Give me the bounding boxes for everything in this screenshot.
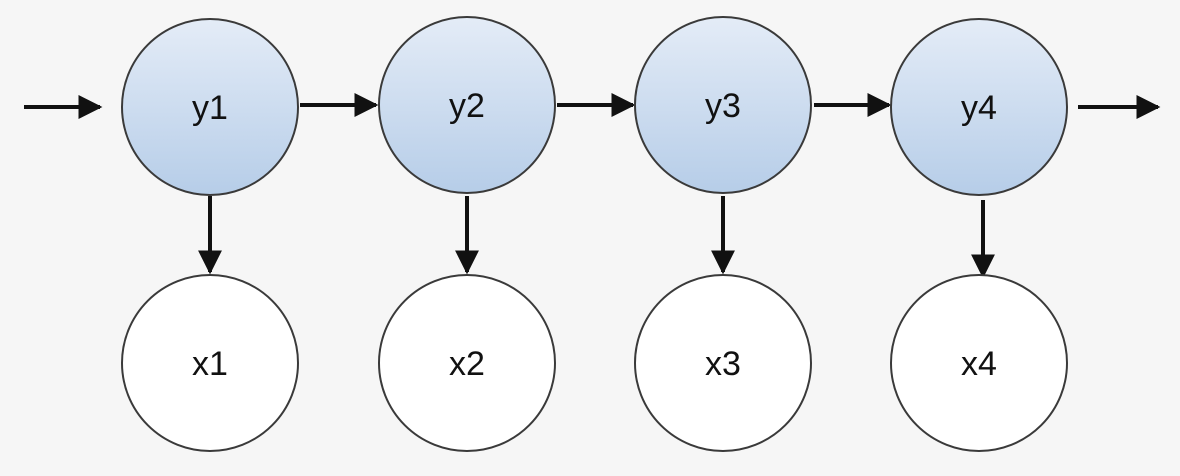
hidden-node-label: y2 — [449, 87, 485, 125]
observed-node-label: x3 — [705, 345, 741, 383]
hidden-node-y4: y4 — [890, 18, 1068, 196]
emission-arrows — [198, 196, 995, 279]
observed-node-label: x2 — [449, 345, 485, 383]
observed-node-label: x4 — [961, 345, 997, 383]
observed-node-x2: x2 — [378, 274, 556, 452]
hidden-nodes: y1 y2 y3 y4 — [121, 16, 1068, 196]
observed-node-x4: x4 — [890, 274, 1068, 452]
hidden-node-y1: y1 — [121, 18, 299, 196]
transition-arrows — [24, 93, 1161, 119]
hidden-node-y3: y3 — [634, 16, 812, 194]
observed-node-label: x1 — [192, 345, 228, 383]
observed-node-x1: x1 — [121, 274, 299, 452]
hidden-node-label: y4 — [961, 89, 997, 127]
observed-node-x3: x3 — [634, 274, 812, 452]
observed-nodes: x1 x2 x3 x4 — [121, 274, 1068, 452]
hidden-node-label: y1 — [192, 89, 228, 127]
hidden-node-label: y3 — [705, 87, 741, 125]
hidden-node-y2: y2 — [378, 16, 556, 194]
